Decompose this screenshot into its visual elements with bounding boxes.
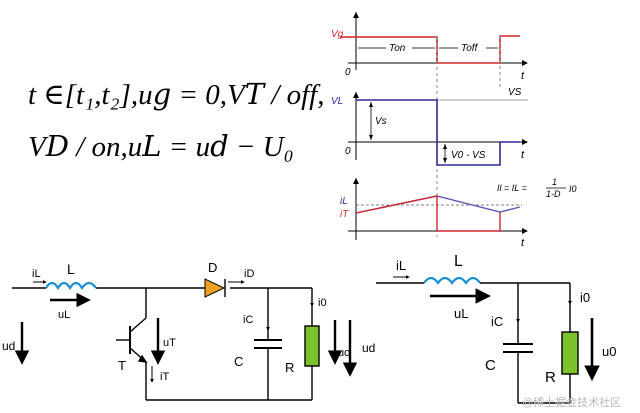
ton-label: Ton (389, 43, 406, 54)
i-t-label: t (521, 237, 525, 249)
left-ul-label: uL (58, 309, 70, 321)
toff-label: Toff (461, 43, 479, 54)
formula-lhs: Il = IL = (497, 183, 527, 193)
vg-label: Vg (331, 29, 344, 40)
vg-y-arrow (353, 12, 359, 18)
v0vs-dim-heads (443, 144, 447, 163)
formula-rhs: I0 (569, 184, 577, 194)
vl-trace (356, 99, 520, 166)
left-i0-label: i0 (318, 297, 327, 309)
equation-line-1: t ∈[t₁,t₂],u𝑔 = 0,V𝑇 / off, (28, 79, 325, 111)
it-trace (355, 195, 501, 232)
right-ul-label: uL (454, 306, 468, 321)
formula-denominator: 1-D (546, 189, 561, 199)
left-uo-label: uo (338, 347, 350, 359)
right-boost-circuit (376, 275, 600, 404)
left-transistor-arrow (137, 354, 148, 363)
left-inductor-label: L (67, 261, 75, 277)
vg-trace (340, 35, 520, 64)
left-diode-label: D (208, 260, 217, 275)
vg-zero-label: 0 (345, 67, 351, 78)
vg-t-label: t (521, 70, 525, 82)
left-res-label: R (285, 360, 294, 375)
equation-line-2: V𝐷 / on,u𝐿 = u𝑑 − U₀ (28, 131, 294, 163)
vs-top-label: Vs (375, 116, 387, 127)
left-inductor (45, 281, 97, 291)
i-t-arrow (522, 228, 528, 234)
it-label: iT (340, 209, 349, 220)
left-id-label: iD (244, 268, 254, 280)
left-circuit-labels: iL L uL ud D iD i0 iC C R uT T iT uo ud (2, 260, 375, 383)
left-transistor-collector (129, 317, 147, 333)
ton-label-bg (386, 42, 412, 54)
il-label: iL (340, 196, 348, 207)
toff-label-bg (458, 42, 486, 54)
left-transistor-label: T (118, 358, 126, 373)
left-ud-right-label: ud (362, 341, 375, 355)
left-cap-label: C (234, 354, 243, 369)
il-trace (355, 195, 521, 214)
vl-t-label: t (521, 149, 525, 161)
watermark-text: @稀土掘金技术社区 (522, 395, 621, 409)
left-resistor (304, 325, 320, 367)
vs-right-label: VS (508, 87, 522, 98)
left-boost-circuit (12, 278, 358, 401)
vl-zero-label: 0 (345, 146, 351, 157)
vl-y-arrow (353, 92, 359, 98)
right-il-label: iL (396, 258, 406, 273)
right-inductor-label: L (454, 253, 463, 270)
vl-label: VL (331, 96, 343, 107)
i-y-arrow (353, 178, 359, 184)
right-cap-label: C (485, 357, 496, 374)
right-circuit-labels: iL L uL iC C R i0 u0 (396, 253, 616, 386)
formula-numerator: 1 (552, 177, 557, 187)
right-resistor (561, 331, 579, 375)
vl-t-arrow (522, 139, 528, 145)
left-ut-label: uT (163, 337, 176, 349)
right-u0-label: u0 (602, 344, 616, 359)
right-ic-label: iC (491, 314, 503, 329)
v0-vs-label: V0 - VS (451, 150, 486, 161)
right-inductor (423, 276, 481, 285)
equation-block: t ∈[t₁,t₂],u𝑔 = 0,V𝑇 / off, V𝐷 / on,u𝐿 =… (28, 79, 325, 163)
left-it-label: iT (160, 371, 169, 383)
left-ud-label: ud (2, 339, 15, 353)
left-il-label: iL (32, 268, 41, 280)
current-waveform-panel: iL iT t Il = IL = 1 1-D I0 (340, 177, 577, 249)
right-res-label: R (545, 369, 556, 386)
vl-waveform-panel: VL 0 t VS Vs V0 - VS (331, 87, 528, 166)
vg-t-arrow (522, 60, 528, 66)
left-ic-label: iC (243, 314, 253, 326)
right-i0-label: i0 (580, 290, 590, 305)
left-diode (204, 278, 226, 298)
vg-waveform-panel: Vg 0 t Ton Toff (331, 12, 528, 237)
